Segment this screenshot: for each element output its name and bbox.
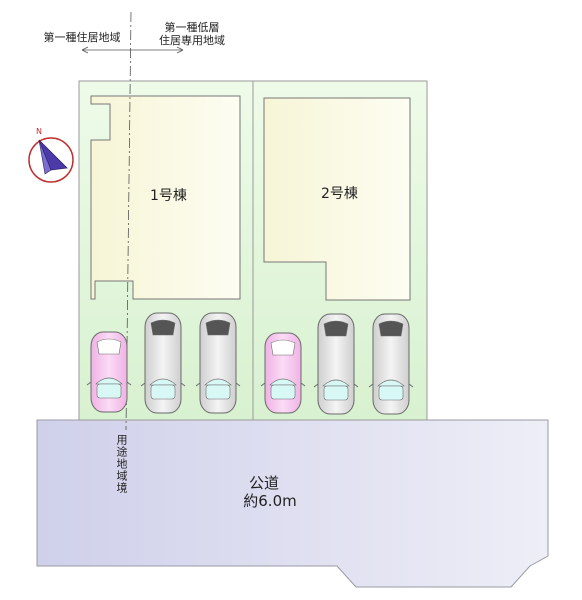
car-silver [140,312,186,414]
car-silver [195,312,241,414]
zoning-boundary-label: 用途地域境 [115,434,128,494]
public-road [36,419,549,588]
north-compass: N [28,127,74,183]
road-width: 約6.0m [243,492,297,510]
zone-arrow-right-head [176,46,184,54]
car-pink [86,331,132,413]
parking-cars [86,312,414,415]
zone-label-right-line2: 住居専用地域 [159,34,225,47]
zone-label-right-line1: 第一種低層 [164,21,220,34]
car-silver [313,313,359,415]
road-name: 公道 [248,474,279,492]
car-silver [368,313,414,415]
zone-arrow-left-head [81,46,89,54]
building-2-outline [263,97,411,301]
house-2-label: 2号棟 [321,186,358,202]
house-1-label: 1号棟 [150,188,187,204]
car-pink [260,332,306,414]
zone-label-left: 第一種住居地域 [43,31,121,44]
zone-label-right: 第一種低層 住居専用地域 [146,21,238,47]
compass-north-label: N [36,127,42,136]
